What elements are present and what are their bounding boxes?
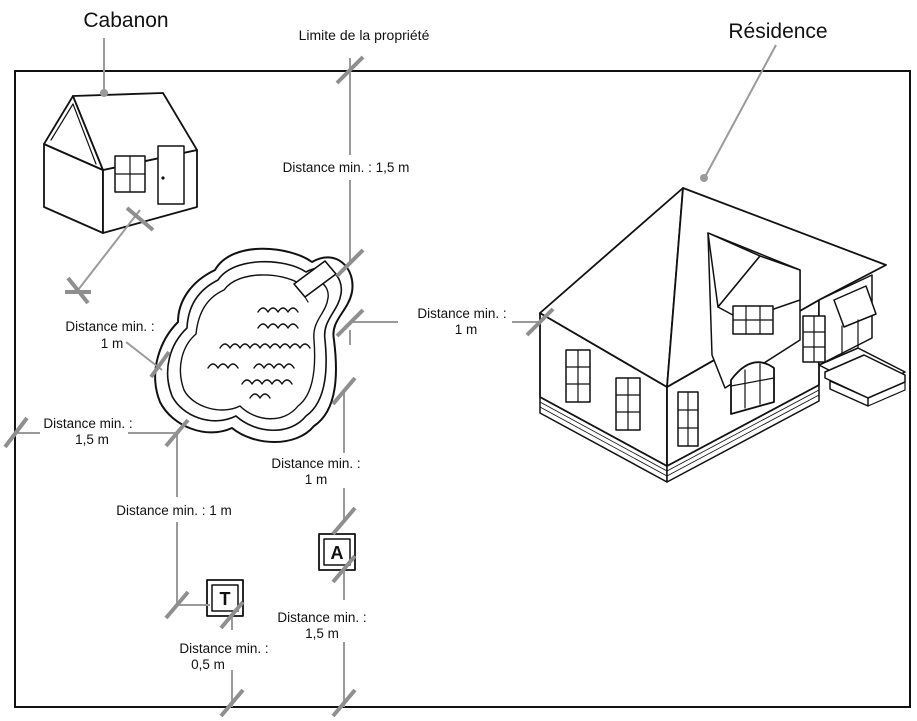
dist-shed-label-line1: Distance min. : bbox=[65, 319, 154, 334]
dimension-lines bbox=[15, 38, 777, 707]
property-limit-label: Limite de la propriété bbox=[299, 27, 430, 43]
tick-marks bbox=[3, 55, 555, 718]
dist-pool-a-label-line2: 1 m bbox=[305, 472, 328, 487]
box-t: T bbox=[206, 579, 244, 617]
dist-left-label-line1: Distance min. : bbox=[43, 416, 132, 431]
dist-house-label-line2: 1 m bbox=[455, 322, 478, 337]
dist-shed-label-line2: 1 m bbox=[101, 336, 124, 351]
dist-t-limit-label-line2: 0,5 m bbox=[191, 657, 225, 672]
house-illustration bbox=[539, 187, 906, 483]
dist-house-label-line1: Distance min. : bbox=[417, 306, 506, 321]
dist-pool-t-label: Distance min. : 1 m bbox=[116, 503, 232, 518]
dist-t-limit-label-line1: Distance min. : bbox=[179, 641, 268, 656]
pool-illustration bbox=[154, 247, 354, 443]
property-boundary bbox=[14, 70, 911, 708]
box-t-label: T bbox=[220, 589, 231, 609]
shed-illustration bbox=[43, 92, 198, 234]
dist-left-label-line2: 1,5 m bbox=[75, 432, 109, 447]
residence-label: Résidence bbox=[728, 20, 827, 43]
dist-a-limit-label-line1: Distance min. : bbox=[277, 610, 366, 625]
dist-limit-pool-label: Distance min. : 1,5 m bbox=[283, 160, 410, 175]
dist-a-limit-label-line2: 1,5 m bbox=[305, 626, 339, 641]
shed-label: Cabanon bbox=[83, 9, 168, 32]
dist-pool-a-label-line1: Distance min. : bbox=[271, 456, 360, 471]
box-a-label: A bbox=[331, 543, 344, 563]
